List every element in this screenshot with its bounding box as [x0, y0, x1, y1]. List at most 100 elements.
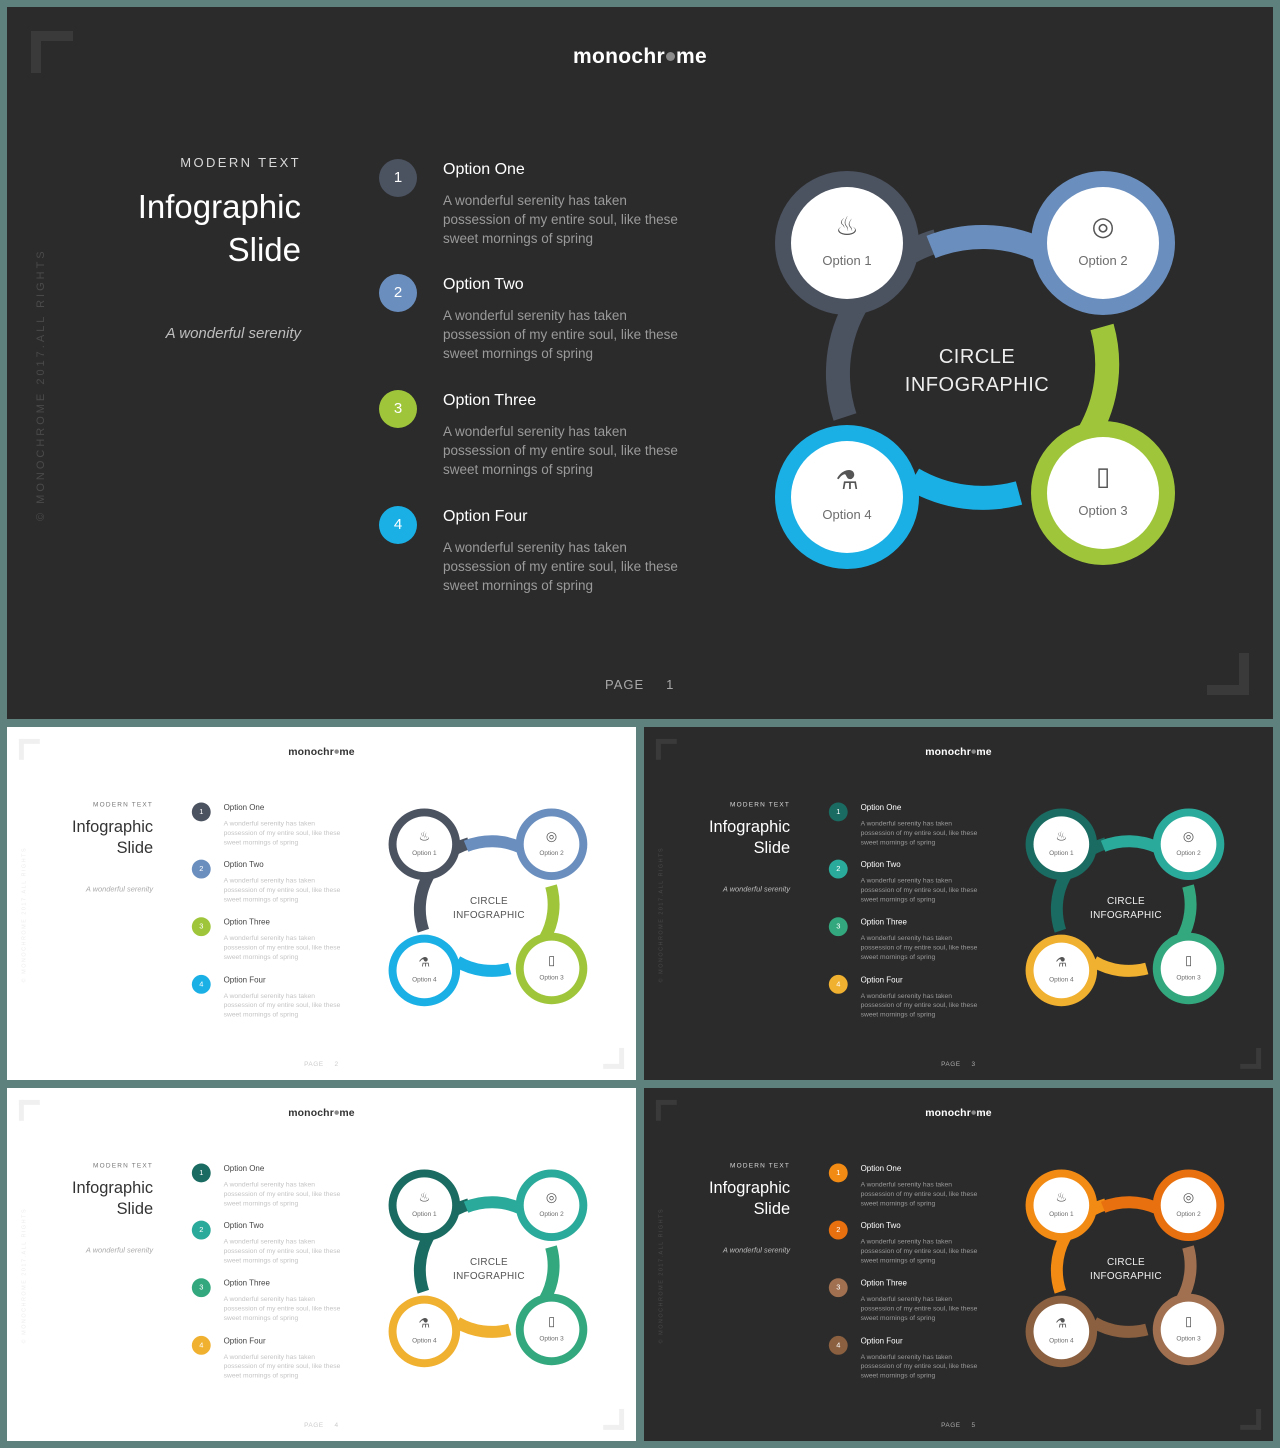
node-label: Option 3	[1176, 1334, 1201, 1342]
connector-arc-3	[1176, 1245, 1197, 1303]
option-item: 1 Option One A wonderful serenity has ta…	[379, 159, 719, 269]
corner-mark-bottom-right	[1207, 653, 1249, 695]
flame-icon: ♨	[418, 1189, 431, 1205]
circle-node-option-2: ◎ Option 2	[1047, 187, 1159, 299]
option-title: Option Three	[443, 392, 537, 409]
phone-icon: ▯	[1184, 952, 1193, 968]
node-label: Option 4	[412, 1336, 437, 1344]
corner-mark-bottom-right	[1240, 1047, 1262, 1069]
option-number-badge: 2	[828, 859, 848, 879]
phone-icon: ▯	[1095, 461, 1111, 491]
option-description: A wonderful serenity has taken possessio…	[223, 991, 341, 1019]
option-title: Option Three	[223, 1279, 270, 1288]
slide-subtitle: A wonderful serenity	[722, 1245, 791, 1255]
circle-node-option-2: ◎ Option 2	[523, 1177, 580, 1234]
copyright-vertical: © MONOCHROME 2017.ALL RIGHTS	[20, 1207, 27, 1344]
option-description: A wonderful serenity has taken possessio…	[860, 934, 978, 961]
circle-node-option-4: ⚗ Option 4	[1033, 1303, 1090, 1360]
option-item: 1 Option One A wonderful serenity has ta…	[191, 1163, 361, 1219]
option-number-badge: 4	[828, 1335, 848, 1355]
circle-node-option-4: ⚗ Option 4	[1033, 942, 1090, 999]
option-title: Option Two	[223, 1221, 264, 1231]
option-title: Option Two	[860, 1221, 901, 1231]
circle-node-option-2: ◎ Option 2	[523, 816, 580, 873]
node-label: Option 2	[1176, 1210, 1201, 1218]
connector-arc-4	[1091, 1317, 1149, 1338]
option-description: A wonderful serenity has taken possessio…	[223, 934, 341, 961]
flame-icon: ♨	[835, 211, 859, 241]
corner-mark-top-left	[18, 1099, 40, 1121]
copyright-vertical: © MONOCHROME 2017.ALL RIGHTS	[657, 1207, 664, 1344]
option-item: 3 Option Three A wonderful serenity has …	[828, 917, 998, 972]
option-description: A wonderful serenity has taken possessio…	[860, 1237, 978, 1264]
node-label: Option 1	[1049, 849, 1074, 857]
node-label: Option 3	[1176, 973, 1201, 981]
option-number-badge: 4	[379, 506, 417, 544]
option-number-badge: 3	[828, 1278, 848, 1298]
node-label: Option 3	[539, 1334, 564, 1342]
option-number-badge: 2	[379, 274, 417, 312]
corner-mark-top-left	[655, 1099, 677, 1121]
option-description: A wonderful serenity has taken possessio…	[443, 540, 678, 593]
option-item: 4 Option Four A wonderful serenity has t…	[828, 974, 998, 1030]
connector-arc-2	[463, 835, 523, 853]
connector-arc-3	[1078, 323, 1120, 439]
option-title: Option One	[860, 1164, 902, 1173]
corner-mark-bottom-right	[603, 1047, 625, 1069]
circle-node-option-3: ▯ Option 3	[523, 1301, 580, 1358]
option-title: Option Three	[860, 1279, 907, 1288]
brand-logo-dot-icon	[334, 1110, 339, 1115]
flask-icon: ⚗	[418, 1315, 431, 1331]
option-title: Option One	[223, 803, 265, 812]
option-item: 3 Option Three A wonderful serenity has …	[191, 917, 361, 972]
option-description: A wonderful serenity has taken possessio…	[223, 1237, 341, 1264]
connector-arc-3	[539, 1245, 560, 1303]
option-number-badge: 1	[379, 159, 417, 197]
circle-node-option-1: ♨ Option 1	[396, 1177, 453, 1234]
option-number-badge: 1	[191, 1163, 211, 1183]
node-label: Option 2	[539, 849, 564, 857]
option-title: Option Two	[443, 276, 524, 293]
circle-node-option-2: ◎ Option 2	[1160, 1177, 1217, 1234]
option-number-badge: 4	[191, 1335, 211, 1355]
option-item: 4 Option Four A wonderful serenity has t…	[191, 974, 361, 1030]
circle-node-option-1: ♨ Option 1	[396, 816, 453, 873]
option-title: Option Two	[223, 860, 264, 870]
option-description: A wonderful serenity has taken possessio…	[860, 1295, 978, 1322]
copyright-vertical: © MONOCHROME 2017.ALL RIGHTS	[20, 846, 27, 983]
option-item: 3 Option Three A wonderful serenity has …	[828, 1278, 998, 1333]
node-label: Option 4	[1049, 1336, 1074, 1344]
circle-node-option-1: ♨ Option 1	[1033, 1177, 1090, 1234]
option-title: Option Four	[443, 508, 528, 525]
option-number-badge: 3	[191, 917, 211, 937]
connector-arc-4	[454, 1317, 512, 1338]
option-item: 1 Option One A wonderful serenity has ta…	[828, 802, 998, 858]
copyright-vertical: © MONOCHROME 2017.ALL RIGHTS	[657, 846, 664, 983]
brand-logo-dot-icon	[971, 1110, 976, 1115]
option-title: Option Three	[223, 918, 270, 927]
option-number-badge: 4	[828, 974, 848, 994]
option-description: A wonderful serenity has taken possessio…	[860, 876, 978, 903]
slide-subtitle: A wonderful serenity	[85, 884, 154, 894]
option-number-badge: 3	[379, 390, 417, 428]
flask-icon: ⚗	[1055, 954, 1068, 970]
option-number-badge: 2	[828, 1220, 848, 1240]
option-description: A wonderful serenity has taken possessio…	[223, 1352, 341, 1380]
phone-icon: ▯	[547, 1313, 556, 1329]
